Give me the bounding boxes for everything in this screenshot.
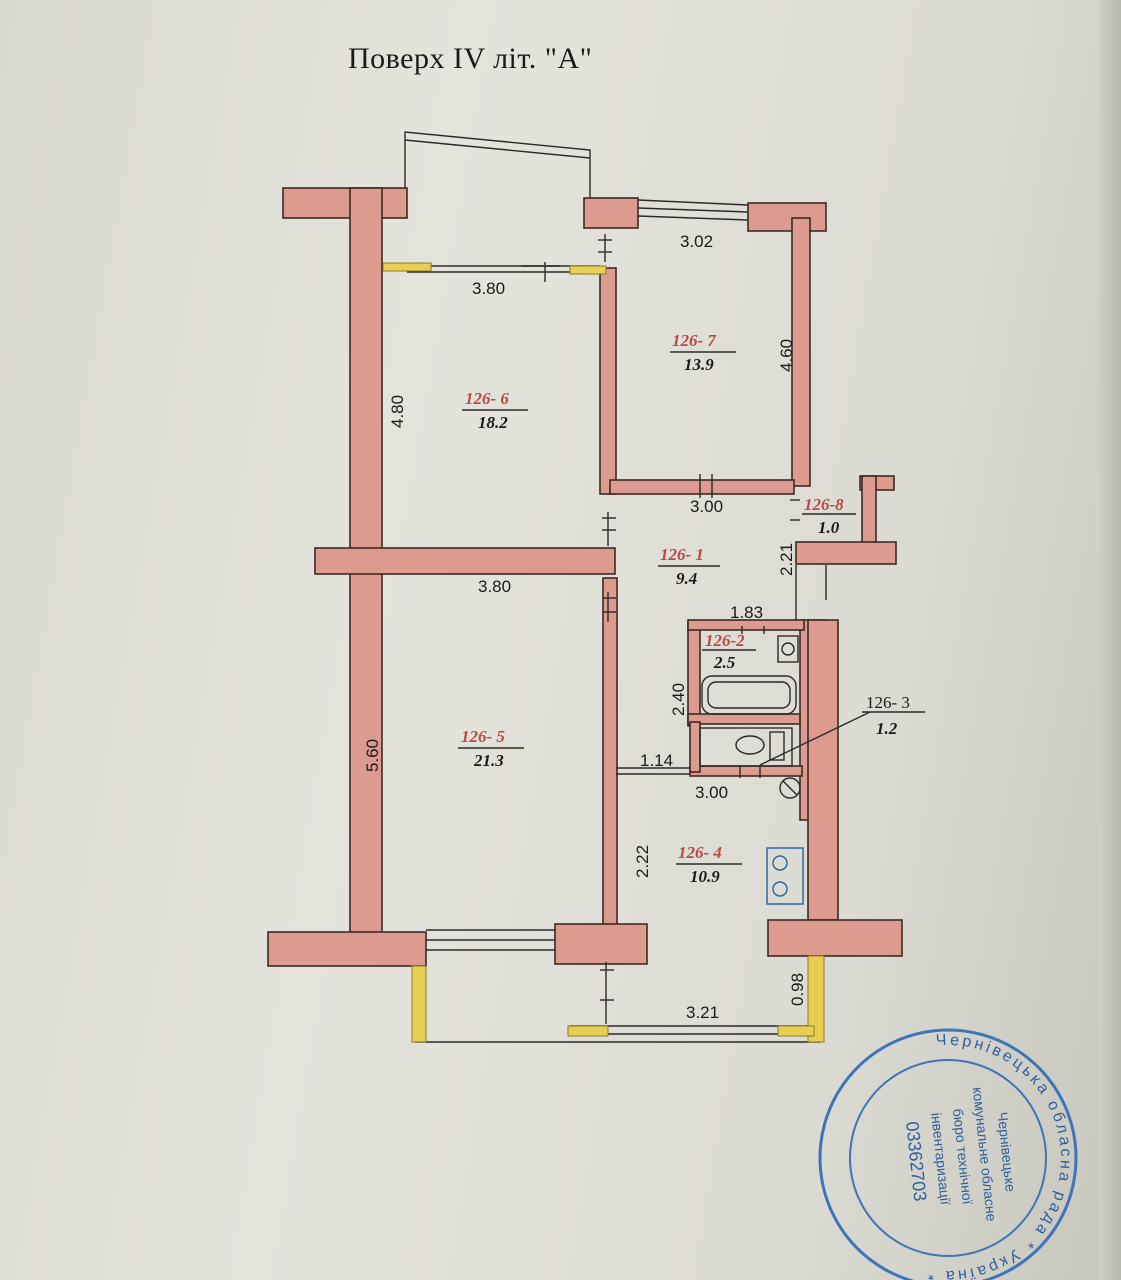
dim-2-40: 2.40 [669,683,688,716]
stamp-line-3: бюро технічної [950,1108,976,1206]
dim-5-60: 5.60 [363,739,382,772]
svg-text:126- 4: 126- 4 [678,843,722,862]
lower-balcony [411,955,825,1043]
sink-icon [777,635,799,663]
inventory-bureau-stamp: Чернівецька обласна рада * Україна * Чер… [818,1019,1087,1280]
svg-text:126-2: 126-2 [705,631,745,650]
dim-3-00-corridor: 3.00 [690,497,723,516]
dimensions: 3.02 3.80 4.60 4.80 3.00 2.21 3.80 1.83 … [363,232,807,1022]
windows [382,199,749,951]
room-2-label: 126-2 2.5 [702,631,756,672]
stamp-code: 03362703 [902,1120,930,1202]
walls [267,187,903,967]
stamp-line-4: інвентаризації [928,1112,954,1206]
svg-text:1.0: 1.0 [818,518,840,537]
svg-text:2.5: 2.5 [713,653,736,672]
stamp-line-1: Чернівецьке [995,1111,1019,1193]
door-marks [522,234,827,1024]
svg-text:9.4: 9.4 [676,569,697,588]
svg-text:126- 3: 126- 3 [866,693,910,712]
dim-3-21: 3.21 [686,1003,719,1022]
svg-text:21.3: 21.3 [473,751,504,770]
room-8-label: 126-8 1.0 [802,495,856,537]
dim-4-60: 4.60 [777,339,796,372]
dim-3-80-top: 3.80 [472,279,505,298]
svg-text:126-8: 126-8 [804,495,844,514]
dim-0-98: 0.98 [788,973,807,1006]
room-4-label: 126- 4 10.9 [676,843,742,886]
dim-2-22: 2.22 [633,845,652,878]
dim-3-80-mid: 3.80 [478,577,511,596]
room-1-label: 126- 1 9.4 [658,545,720,588]
svg-text:18.2: 18.2 [478,413,508,432]
dim-3-02: 3.02 [680,232,713,251]
floor-title: Поверх IV літ. "А" [348,42,593,75]
room-labels: 126- 6 18.2 126- 7 13.9 126-8 1.0 126- 1… [458,331,910,886]
room-3-label: 126- 3 1.2 [866,693,910,738]
dim-3-00-kitchen: 3.00 [695,783,728,802]
stove-icon [766,847,804,905]
dim-1-14: 1.14 [640,751,673,770]
room-6-label: 126- 6 18.2 [462,389,528,432]
boiler-icon [779,777,801,799]
top-balcony-outline [404,131,591,200]
svg-text:13.9: 13.9 [684,355,714,374]
bathtub-icon [701,675,797,715]
room-5-label: 126- 5 21.3 [458,727,524,770]
room3-leader [759,711,871,766]
svg-text:126- 7: 126- 7 [672,331,717,350]
svg-text:126- 5: 126- 5 [461,727,505,746]
svg-text:10.9: 10.9 [690,867,720,886]
dim-1-83: 1.83 [730,603,763,622]
room-7-label: 126- 7 13.9 [670,331,736,374]
svg-text:126- 6: 126- 6 [465,389,509,408]
dim-4-80: 4.80 [388,395,407,428]
dim-2-21: 2.21 [777,543,796,576]
page-edge [1099,0,1121,1280]
toilet-icon [699,727,793,767]
svg-text:126- 1: 126- 1 [660,545,704,564]
svg-text:1.2: 1.2 [876,719,898,738]
